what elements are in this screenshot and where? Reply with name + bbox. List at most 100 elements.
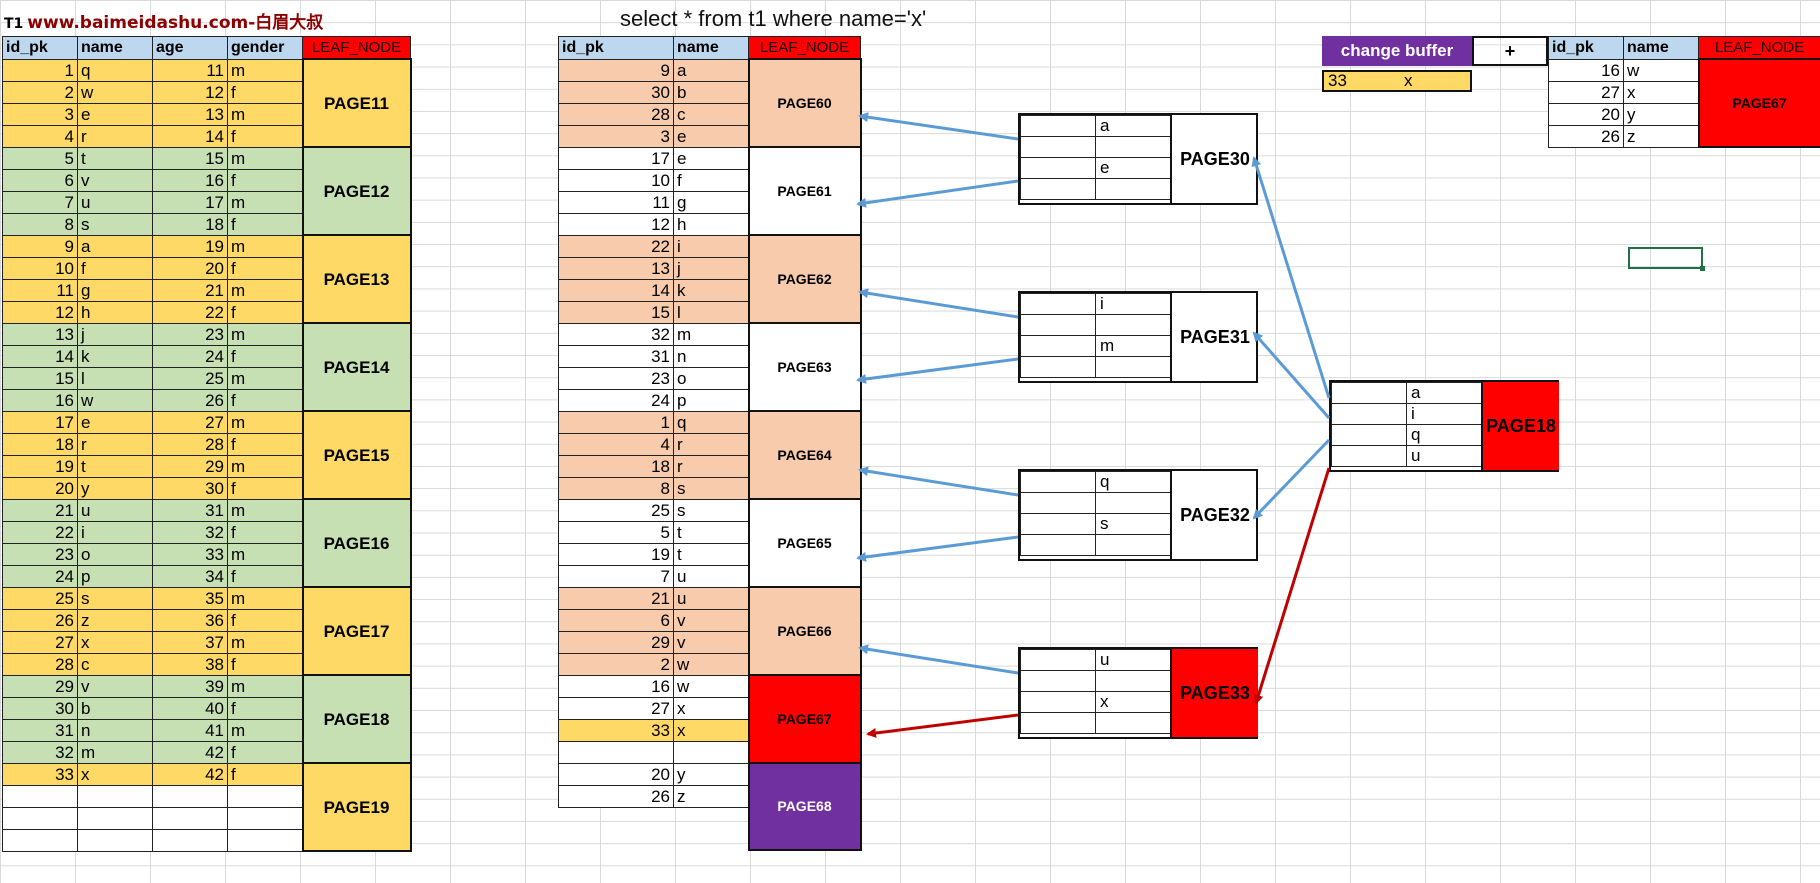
gender-cell: f <box>227 300 303 324</box>
id-cell: 13 <box>2 322 78 346</box>
leaf-page-label: PAGE67 <box>747 674 862 764</box>
name-cell: z <box>1623 124 1699 148</box>
name-cell <box>673 740 749 764</box>
name-cell: i <box>673 234 749 258</box>
id-cell: 9 <box>2 234 78 258</box>
age-cell: 34 <box>152 564 228 588</box>
leaf-page-label: PAGE65 <box>747 498 862 588</box>
name-cell <box>77 828 153 852</box>
id-cell: 26 <box>2 608 78 632</box>
name-cell: r <box>673 432 749 456</box>
name-cell: s <box>77 212 153 236</box>
name-cell: w <box>1623 58 1699 82</box>
leaf-page-label: PAGE66 <box>747 586 862 676</box>
id-cell: 32 <box>558 322 674 346</box>
id-cell: 24 <box>558 388 674 412</box>
gender-cell: m <box>227 322 303 346</box>
gender-cell: f <box>227 564 303 588</box>
name-cell: g <box>673 190 749 214</box>
age-cell: 32 <box>152 520 228 544</box>
leaf-page-label: PAGE19 <box>301 762 412 852</box>
id-cell: 31 <box>558 344 674 368</box>
arrow-to-leaf-page67 <box>866 713 1019 738</box>
id-cell: 21 <box>558 586 674 610</box>
name-cell: x <box>1623 80 1699 104</box>
name-cell: t <box>673 520 749 544</box>
leaf-page-label: PAGE18 <box>301 674 412 764</box>
column-header: id_pk <box>1548 36 1624 60</box>
name-cell: e <box>77 410 153 434</box>
age-cell: 35 <box>152 586 228 610</box>
selected-cell[interactable] <box>1628 247 1705 271</box>
node-page-label: PAGE30 <box>1170 115 1258 203</box>
name-cell: z <box>673 784 749 808</box>
gender-cell: f <box>227 80 303 104</box>
table-row <box>2 828 411 852</box>
gender-cell: m <box>227 674 303 698</box>
id-cell: 16 <box>2 388 78 412</box>
name-cell: s <box>673 498 749 522</box>
age-cell: 13 <box>152 102 228 126</box>
age-cell: 36 <box>152 608 228 632</box>
id-cell: 11 <box>558 190 674 214</box>
leaf-page-label: PAGE16 <box>301 498 412 588</box>
column-header: LEAF_NODE <box>1698 36 1820 60</box>
gender-cell: f <box>227 696 303 720</box>
id-cell: 20 <box>558 762 674 786</box>
id-cell <box>2 806 78 830</box>
gender-cell: m <box>227 102 303 126</box>
leaf-page-label: PAGE60 <box>747 58 862 148</box>
age-cell: 29 <box>152 454 228 478</box>
name-cell: w <box>673 674 749 698</box>
id-cell: 16 <box>1548 58 1624 82</box>
age-cell: 38 <box>152 652 228 676</box>
gender-cell: f <box>227 652 303 676</box>
id-cell: 28 <box>558 102 674 126</box>
arrow-to-branch <box>1251 156 1331 399</box>
leaf-page-label: PAGE62 <box>747 234 862 324</box>
gender-cell: f <box>227 520 303 544</box>
name-cell: l <box>77 366 153 390</box>
id-cell: 18 <box>2 432 78 456</box>
gender-cell <box>227 828 303 852</box>
id-cell: 14 <box>558 278 674 302</box>
sheet-label: T1 <box>4 16 24 32</box>
gender-cell: m <box>227 190 303 214</box>
age-cell <box>152 828 228 852</box>
name-cell: v <box>77 674 153 698</box>
id-cell: 5 <box>558 520 674 544</box>
change-buffer-name: x <box>1404 71 1413 90</box>
name-cell: a <box>77 234 153 258</box>
change-buffer-row: 33 x <box>1322 70 1472 92</box>
id-cell: 10 <box>2 256 78 280</box>
id-cell: 1 <box>558 410 674 434</box>
leaf-page-label: PAGE67 <box>1697 58 1820 148</box>
root-page-label: PAGE18 <box>1481 382 1559 470</box>
plus-sign: + <box>1472 36 1548 66</box>
name-cell: w <box>77 80 153 104</box>
